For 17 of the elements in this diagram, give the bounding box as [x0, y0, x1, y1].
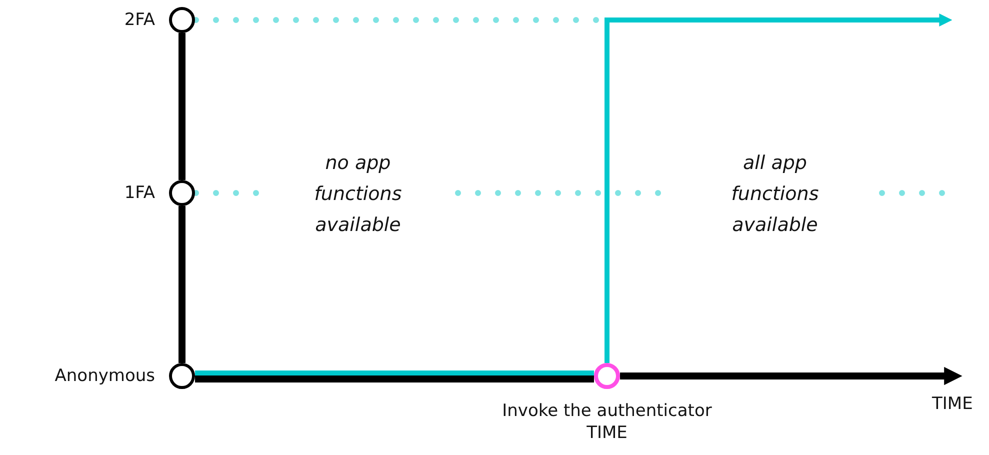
connector-line: [195, 370, 594, 376]
region-note: no app functions available: [313, 151, 403, 238]
connector-line: [178, 33, 186, 180]
milestone-circle: [169, 7, 195, 33]
level-label: 2FA: [124, 9, 155, 31]
level-label: Invoke the authenticator TIME: [501, 400, 713, 444]
milestone-circle: [169, 363, 195, 389]
level-label: Anonymous: [54, 365, 155, 387]
region-note: all app functions available: [730, 151, 820, 238]
milestone-circle: [594, 363, 620, 389]
axis-label: TIME: [932, 393, 973, 415]
connector-line: [178, 206, 186, 363]
arrow: [620, 366, 962, 386]
level-label: 1FA: [124, 182, 155, 204]
connector-line: [195, 376, 594, 382]
milestone-circle: [169, 180, 195, 206]
arrow: [604, 14, 952, 363]
